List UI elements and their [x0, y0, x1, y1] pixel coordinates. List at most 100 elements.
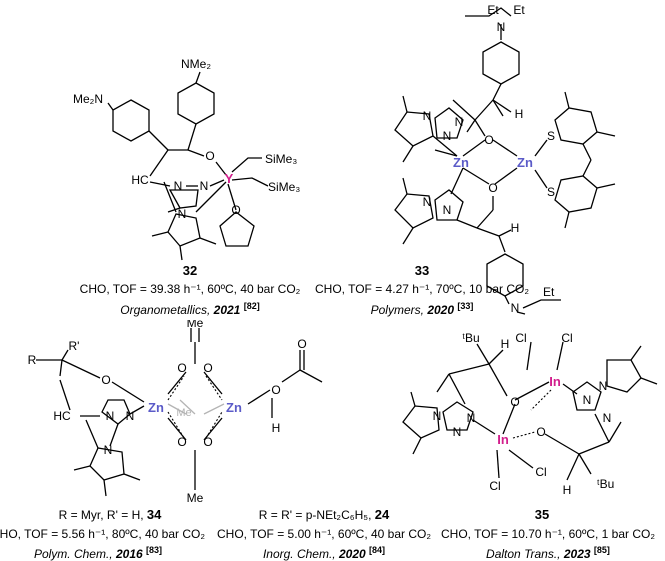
et-label-top-right: Et	[513, 3, 525, 17]
oxygen-label: O	[177, 361, 186, 375]
nitrogen-label: N	[423, 109, 432, 123]
journal-34: Polym. Chem.,	[33, 547, 113, 561]
nitrogen-label: N	[455, 115, 464, 129]
year-33: 2020	[427, 303, 455, 317]
ref-32: [82]	[243, 301, 260, 311]
nitrogen-label-top: N	[497, 20, 506, 34]
conditions-34: CHO, TOF = 5.56 h⁻¹, 80ºC, 40 bar CO₂	[0, 527, 205, 541]
indium-label-bottom: In	[497, 432, 509, 447]
journal-33: Polymers,	[370, 303, 424, 317]
hydrogen-label-top: H	[515, 107, 524, 121]
conditions-35: CHO, TOF = 10.70 h⁻¹, 60ºC, 1 bar CO₂	[440, 527, 655, 541]
oxygen-label: O	[203, 361, 212, 375]
hc-label: HC	[131, 173, 149, 187]
year-35: 2023	[563, 547, 591, 561]
substituent-text-24: R = R' = p-NEt₂C₆H₅,	[258, 508, 372, 522]
hc-label: HC	[53, 409, 71, 423]
hydrogen-label-bottom: H	[511, 221, 520, 235]
compound-number-33: 33	[414, 263, 430, 278]
chloride-label-4: Cl	[535, 465, 546, 479]
nme2-label-top: NMe₂	[181, 57, 211, 71]
r-label: R	[28, 353, 37, 367]
compound-number-32: 32	[182, 263, 198, 278]
nitrogen-label: N	[467, 411, 476, 425]
methyl-label-bottom: Me	[187, 491, 204, 505]
zinc-label-right: Zn	[517, 155, 533, 170]
nitrogen-label: N	[603, 411, 612, 425]
structure-34-24: R R' O HC N N N Zn Zn O O O O Me Me Me O…	[28, 320, 323, 505]
methyl-label-top: Me	[187, 320, 204, 330]
journal-24: Inorg. Chem.,	[262, 547, 336, 561]
oxygen-label-bottom: O	[536, 425, 545, 439]
zinc-label-left: Zn	[453, 155, 469, 170]
structure-32: NMe₂ Me₂N O Y HC N N N O SiMe₃ SiMe₃	[73, 57, 300, 261]
nitrogen-label: N	[178, 207, 187, 221]
nitrogen-label: N	[599, 379, 608, 393]
nitrogen-label: N	[174, 179, 183, 193]
methyl-label-ghost: Me	[176, 407, 191, 419]
structure-33: Et Et N H O O Zn Zn S S N N N N N H N Et	[394, 3, 616, 315]
oxygen-label: O	[203, 435, 212, 449]
nitrogen-label: N	[126, 409, 135, 423]
journal-32: Organometallics,	[120, 303, 211, 317]
conditions-32: CHO, TOF = 39.38 h⁻¹, 60ºC, 40 bar CO₂	[79, 282, 301, 296]
chloride-label-1: Cl	[515, 331, 526, 345]
oxygen-label-top: O	[484, 133, 493, 147]
nitrogen-label: N	[453, 425, 462, 439]
indium-label-top: In	[549, 374, 561, 389]
nitrogen-label: N	[433, 409, 442, 423]
compound-number-34: 34	[146, 507, 162, 522]
hydrogen-label: H	[272, 421, 281, 435]
ref-24: [84]	[369, 545, 386, 555]
hydrogen-label-top: H	[501, 337, 510, 351]
sime3-label-bottom: SiMe₃	[268, 180, 300, 194]
nitrogen-label: N	[423, 195, 432, 209]
oxygen-label-bottom: O	[488, 181, 497, 195]
compound-number-35: 35	[534, 507, 550, 522]
conditions-24: CHO, TOF = 5.00 h⁻¹, 60ºC, 40 bar CO₂	[216, 527, 431, 541]
nitrogen-label-bottom: N	[511, 301, 520, 315]
citation-33: Polymers, 2020 [33]	[272, 299, 572, 317]
r-prime-label: R'	[69, 339, 80, 353]
et-label-bottom-right: Et	[543, 285, 555, 299]
nitrogen-label: N	[443, 129, 452, 143]
oxygen-label-backbone: O	[101, 373, 110, 387]
zinc-label-right: Zn	[226, 400, 242, 415]
substituent-text-34: R = Myr, R' = H,	[58, 508, 144, 522]
substituents-34: R = Myr, R' = H, 34	[10, 507, 210, 523]
oxygen-label-carbonyl: O	[297, 337, 306, 351]
oxygen-label: O	[177, 435, 186, 449]
citation-35: Dalton Trans., 2023 [85]	[436, 543, 660, 561]
chloride-label-3: Cl	[489, 479, 500, 493]
sime3-label-top: SiMe₃	[265, 152, 297, 166]
nitrogen-label: N	[443, 203, 452, 217]
ref-35: [85]	[593, 545, 610, 555]
tbu-label-bottom: ᵗBu	[597, 477, 614, 491]
nitrogen-label: N	[106, 409, 115, 423]
journal-35: Dalton Trans.,	[486, 547, 561, 561]
chloride-label-2: Cl	[561, 331, 572, 345]
compound-number-24: 24	[374, 507, 390, 522]
year-34: 2016	[115, 547, 143, 561]
conditions-33: CHO, TOF = 4.27 h⁻¹, 70ºC, 10 bar CO₂	[314, 282, 529, 296]
sulfur-label-bottom: S	[547, 185, 555, 199]
nitrogen-label: N	[104, 443, 113, 457]
citation-34: Polym. Chem., 2016 [83]	[0, 543, 218, 561]
oxygen-label-terminal: O	[271, 383, 280, 397]
citation-24: Inorg. Chem., 2020 [84]	[210, 543, 438, 561]
thf-oxygen-label: O	[231, 203, 240, 217]
oxygen-label: O	[205, 149, 214, 163]
year-32: 2021	[213, 303, 241, 317]
year-24: 2020	[338, 547, 366, 561]
me2n-label-left: Me₂N	[73, 92, 103, 106]
substituents-24: R = R' = p-NEt₂C₆H₅, 24	[214, 507, 434, 523]
nitrogen-label: N	[200, 179, 209, 193]
et-label-top-left: Et	[487, 3, 499, 17]
tbu-label-top: ᵗBu	[462, 331, 479, 345]
ref-33: [33]	[457, 301, 474, 311]
citation-32: Organometallics, 2021 [82]	[40, 299, 340, 317]
nitrogen-label: N	[583, 393, 592, 407]
yttrium-label: Y	[225, 171, 234, 186]
structure-35: ᵗBu H Cl Cl O In In O Cl Cl N N N N N N …	[402, 331, 658, 497]
oxygen-label-top: O	[510, 395, 519, 409]
